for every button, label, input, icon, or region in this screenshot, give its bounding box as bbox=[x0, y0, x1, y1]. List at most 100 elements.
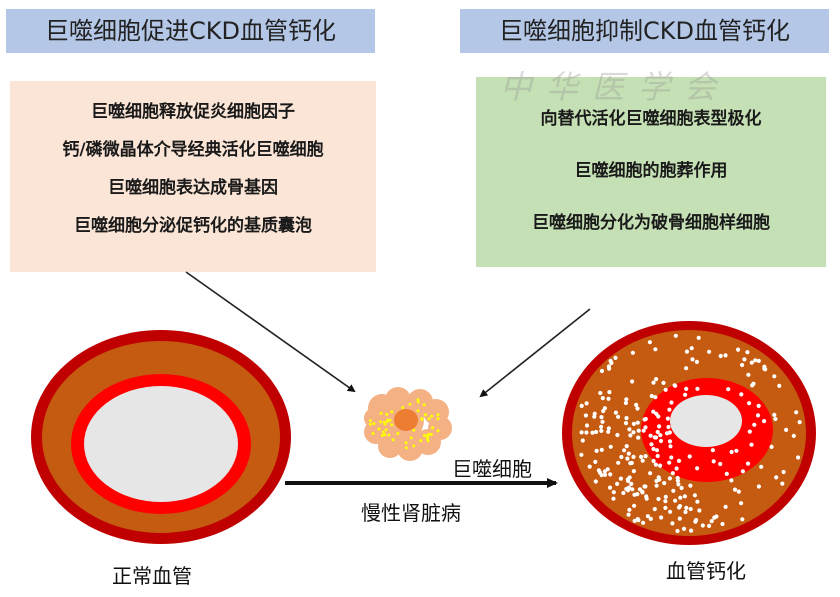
calcium-deposit bbox=[643, 454, 648, 459]
granule bbox=[416, 398, 420, 402]
calcium-deposit bbox=[662, 481, 667, 486]
calcium-deposit bbox=[631, 421, 637, 426]
calcium-deposit bbox=[668, 509, 673, 514]
calcium-deposit bbox=[598, 390, 603, 396]
calcium-deposit bbox=[624, 444, 629, 449]
calcium-deposit bbox=[651, 380, 656, 385]
calcium-deposit bbox=[594, 429, 599, 435]
calcium-deposit bbox=[643, 416, 648, 422]
granule bbox=[388, 418, 392, 422]
normal-vessel bbox=[31, 330, 291, 544]
calcium-deposit bbox=[597, 470, 603, 475]
calcium-deposit bbox=[648, 433, 653, 438]
calcium-deposit bbox=[654, 483, 659, 488]
calcium-deposit bbox=[599, 447, 604, 452]
calcium-deposit bbox=[696, 335, 701, 340]
calcium-deposit bbox=[677, 516, 682, 521]
calcium-deposit bbox=[647, 340, 653, 345]
calcium-deposit bbox=[630, 350, 636, 355]
calcium-deposit bbox=[631, 469, 637, 474]
granule bbox=[422, 403, 426, 407]
calcium-deposit bbox=[606, 429, 611, 434]
calcium-deposit bbox=[592, 414, 597, 419]
calcium-deposit bbox=[692, 493, 698, 498]
promote-mechanisms-panel: 巨噬细胞释放促炎细胞因子 钙/磷微晶体介导经典活化巨噬细胞 巨噬细胞表达成骨基因… bbox=[10, 81, 376, 272]
calcium-deposit bbox=[694, 518, 699, 523]
calcium-deposit bbox=[641, 520, 646, 525]
calcium-deposit bbox=[726, 387, 731, 392]
granule bbox=[391, 438, 395, 442]
granule bbox=[385, 412, 389, 416]
calcium-deposit bbox=[690, 357, 695, 362]
calcium-deposit bbox=[584, 401, 589, 406]
calcium-deposit bbox=[628, 433, 633, 438]
calcium-deposit bbox=[648, 516, 653, 522]
calcium-deposit bbox=[651, 409, 656, 414]
granule bbox=[380, 433, 384, 437]
calcium-deposit bbox=[608, 472, 613, 477]
calcium-deposit bbox=[630, 379, 635, 384]
title-inhibit: 巨噬细胞抑制CKD血管钙化 bbox=[460, 9, 829, 53]
calcium-deposit bbox=[606, 426, 612, 431]
calcium-deposit bbox=[627, 427, 632, 432]
calcium-deposit bbox=[624, 397, 629, 402]
granule bbox=[377, 427, 381, 431]
calcium-deposit bbox=[749, 442, 754, 447]
calcium-deposit bbox=[607, 366, 612, 371]
calcium-deposit bbox=[674, 466, 679, 471]
calcium-deposit bbox=[631, 430, 636, 435]
calcium-deposit bbox=[724, 471, 729, 476]
calcium-deposit bbox=[742, 357, 747, 362]
calcium-deposit bbox=[684, 386, 689, 391]
calcium-deposit bbox=[652, 507, 657, 512]
calcium-deposit bbox=[613, 410, 619, 415]
calcium-deposit bbox=[611, 490, 616, 495]
calcium-deposit bbox=[796, 455, 801, 460]
granule bbox=[390, 410, 394, 414]
calcium-deposit bbox=[663, 505, 668, 510]
calcium-deposit bbox=[729, 478, 734, 483]
calcium-deposit bbox=[665, 416, 671, 421]
calcium-deposit bbox=[584, 423, 590, 428]
calcium-deposit bbox=[688, 506, 693, 512]
calcium-deposit bbox=[594, 448, 599, 453]
promote-item: 巨噬细胞释放促炎细胞因子 bbox=[91, 102, 295, 122]
calcium-deposit bbox=[755, 413, 761, 418]
calcium-deposit bbox=[626, 451, 631, 456]
calcium-deposit bbox=[631, 454, 636, 459]
calcium-deposit bbox=[709, 519, 714, 524]
calcium-deposit bbox=[607, 485, 613, 490]
calcium-deposit bbox=[756, 403, 761, 408]
calcium-deposit bbox=[673, 333, 678, 338]
calcium-deposit bbox=[663, 387, 668, 392]
calcium-deposit bbox=[791, 433, 796, 438]
calcium-deposit bbox=[654, 377, 659, 382]
calcium-deposit bbox=[736, 489, 741, 494]
calcium-deposit bbox=[649, 442, 654, 447]
calcium-deposit bbox=[774, 475, 779, 480]
calcium-deposit bbox=[656, 496, 661, 502]
calcium-deposit bbox=[678, 495, 683, 500]
calcium-deposit bbox=[762, 419, 767, 424]
calcified-lumen bbox=[670, 395, 742, 447]
calcium-deposit bbox=[694, 359, 700, 364]
calcium-deposit bbox=[794, 410, 799, 415]
calcium-deposit bbox=[636, 428, 641, 433]
calcium-deposit bbox=[750, 383, 755, 388]
calcium-deposit bbox=[615, 481, 620, 486]
calcium-deposit bbox=[608, 444, 613, 449]
calcium-deposit bbox=[616, 414, 621, 419]
calcium-deposit bbox=[667, 407, 672, 412]
granule bbox=[404, 441, 408, 445]
calcium-deposits bbox=[579, 333, 802, 534]
calcium-deposit bbox=[648, 471, 653, 476]
calcium-deposit bbox=[600, 396, 605, 401]
calcium-deposit bbox=[651, 458, 656, 464]
granule bbox=[372, 422, 376, 426]
calcium-deposit bbox=[700, 523, 705, 528]
granule bbox=[426, 439, 430, 443]
promote-item: 巨噬细胞表达成骨基因 bbox=[108, 178, 278, 198]
calcium-deposit bbox=[579, 430, 584, 435]
normal-vessel-label: 正常血管 bbox=[112, 564, 192, 588]
